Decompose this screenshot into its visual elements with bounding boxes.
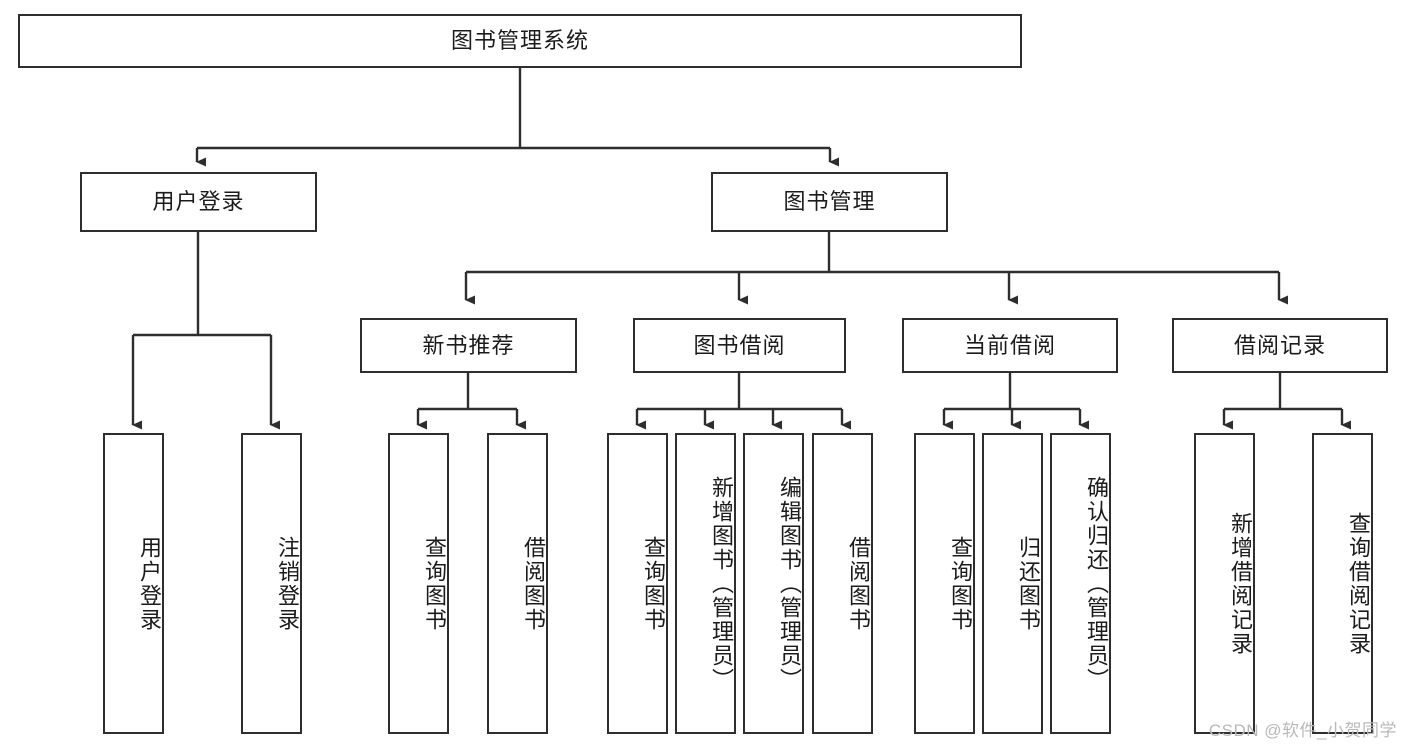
node-leaf-user-login[interactable]: 用户登录 bbox=[103, 433, 164, 734]
node-leaf-query-borrow-record[interactable]: 查询借阅记录 bbox=[1312, 433, 1373, 734]
node-label: 图书借阅 bbox=[693, 332, 786, 358]
node-label: 当前借阅 bbox=[963, 332, 1056, 358]
node-label: 查询借阅记录 bbox=[1346, 511, 1371, 656]
node-label: 用户登录 bbox=[152, 189, 245, 215]
node-label: 查询图书 bbox=[948, 535, 973, 632]
node-leaf-add-book-admin[interactable]: 新增图书（管理员） bbox=[675, 433, 736, 734]
node-user-login[interactable]: 用户登录 bbox=[80, 172, 317, 232]
node-leaf-query-books-borrow[interactable]: 查询图书 bbox=[607, 433, 668, 734]
node-book-borrowing[interactable]: 图书借阅 bbox=[633, 318, 846, 373]
node-label: 注销登录 bbox=[275, 535, 300, 632]
node-leaf-query-books-new[interactable]: 查询图书 bbox=[388, 433, 449, 734]
node-leaf-borrow-books[interactable]: 借阅图书 bbox=[812, 433, 873, 734]
node-borrow-records[interactable]: 借阅记录 bbox=[1172, 318, 1388, 373]
node-label: 查询图书 bbox=[422, 535, 447, 632]
node-label: 新增图书（管理员） bbox=[709, 475, 734, 692]
node-label: 借阅图书 bbox=[521, 535, 546, 632]
node-label: 图书管理系统 bbox=[450, 28, 589, 54]
node-leaf-add-borrow-record[interactable]: 新增借阅记录 bbox=[1194, 433, 1255, 734]
node-book-management[interactable]: 图书管理 bbox=[711, 172, 948, 232]
node-leaf-return-books[interactable]: 归还图书 bbox=[982, 433, 1043, 734]
node-leaf-borrow-books-new[interactable]: 借阅图书 bbox=[487, 433, 548, 734]
node-leaf-logout-login[interactable]: 注销登录 bbox=[241, 433, 302, 734]
node-label: 借阅记录 bbox=[1233, 332, 1326, 358]
node-leaf-query-books-current[interactable]: 查询图书 bbox=[914, 433, 975, 734]
node-label: 借阅图书 bbox=[846, 535, 871, 632]
node-label: 用户登录 bbox=[137, 535, 162, 632]
node-label: 查询图书 bbox=[641, 535, 666, 632]
node-leaf-edit-book-admin[interactable]: 编辑图书（管理员） bbox=[743, 433, 804, 734]
node-label: 归还图书 bbox=[1016, 535, 1041, 632]
node-label: 确认归还（管理员） bbox=[1084, 475, 1109, 692]
watermark-text: CSDN @软件_小贺同学 bbox=[1208, 721, 1397, 740]
node-new-book-recommendation[interactable]: 新书推荐 bbox=[360, 318, 577, 373]
node-leaf-confirm-return-admin[interactable]: 确认归还（管理员） bbox=[1050, 433, 1111, 734]
node-label: 编辑图书（管理员） bbox=[777, 475, 802, 692]
node-label: 图书管理 bbox=[783, 189, 876, 215]
node-label: 新增借阅记录 bbox=[1228, 511, 1253, 656]
node-label: 新书推荐 bbox=[422, 332, 515, 358]
node-root-book-management-system[interactable]: 图书管理系统 bbox=[18, 14, 1022, 68]
node-current-borrowing[interactable]: 当前借阅 bbox=[902, 318, 1118, 373]
